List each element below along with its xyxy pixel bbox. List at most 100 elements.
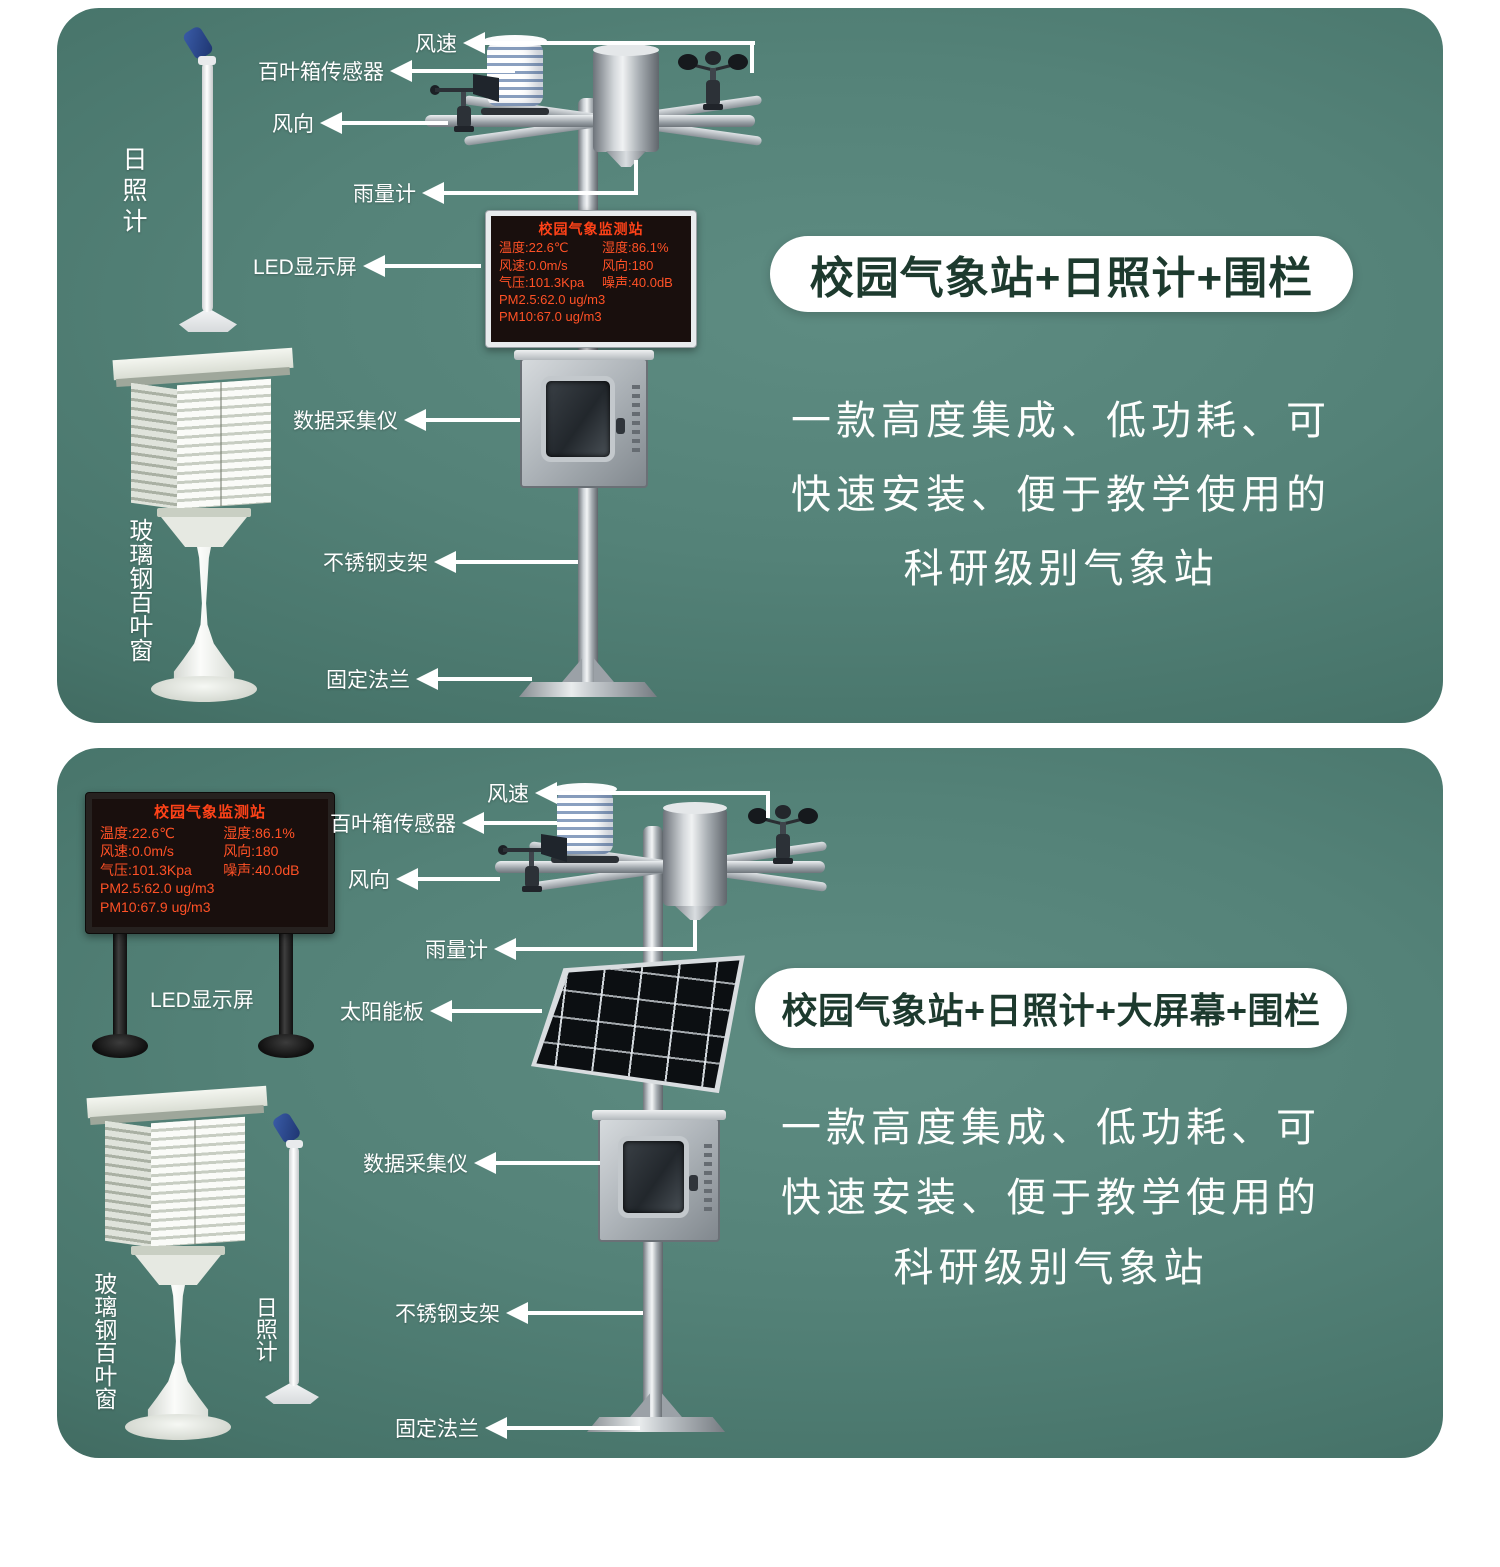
vane-fin [541, 834, 567, 862]
databox-latch [688, 1175, 698, 1192]
led-temp: 温度:22.6℃ [100, 824, 175, 841]
callout-label: 百叶箱传感器 [258, 61, 384, 84]
description-line: 快速安装、便于教学使用的 [781, 1176, 1321, 1220]
led-humidity: 湿度:86.1% [223, 824, 295, 841]
callout-line [452, 1009, 542, 1013]
callout-line [418, 877, 500, 881]
description-line: 科研级别气象站 [893, 1246, 1209, 1290]
databox-vents [632, 385, 640, 456]
anemometer-icon [748, 805, 818, 864]
anemometer-cup [678, 54, 698, 70]
label-louver-box: 玻璃钢百叶窗 [90, 1272, 117, 1410]
callout-label: 风向 [348, 869, 390, 892]
callout-wind-direction: 风向 [348, 866, 500, 892]
mounting-flange [519, 651, 657, 697]
callout-wind-speed: 风速 [415, 30, 755, 56]
callout-data-logger: 数据采集仪 [293, 407, 520, 433]
louver-foot [125, 1414, 231, 1440]
callout-rain-gauge: 雨量计 [425, 936, 697, 962]
solar-panel [531, 954, 747, 1096]
sunshine-collar [286, 1140, 303, 1148]
arrow-left-icon [362, 255, 385, 277]
callout-line [484, 821, 557, 825]
louver-foot [151, 676, 257, 702]
callout-led-screen: LED显示屏 [150, 986, 260, 1012]
callout-line [557, 791, 770, 795]
led-readings: 温度:22.6℃ 湿度:86.1% 风速:0.0m/s 风向:180 气压:101.… [100, 824, 320, 879]
arrow-left-icon [422, 182, 444, 204]
callout-solar-panel: 太阳能板 [340, 998, 542, 1024]
fiberglass-louver-box [112, 346, 295, 714]
wind-vane-icon [498, 834, 567, 892]
anemometer-cup [705, 51, 721, 65]
rain-gauge-funnel [606, 151, 646, 167]
callout-label: 不锈钢支架 [323, 552, 428, 575]
product-title-badge: 校园气象站+日照计+大屏幕+围栏 [755, 968, 1347, 1048]
callout-line [412, 69, 515, 73]
led-windspeed: 风速:0.0m/s [499, 257, 568, 273]
description-line: 一款高度集成、低功耗、可 [791, 399, 1331, 443]
display-post [113, 918, 127, 1044]
led-pm10: PM10:67.0 ug/m3 [499, 309, 602, 325]
label-louver-box: 玻璃钢百叶窗 [124, 518, 152, 662]
callout-line [507, 1426, 640, 1430]
callout-label: 百叶箱传感器 [330, 813, 456, 836]
led-windspeed: 风速:0.0m/s [100, 843, 174, 860]
callout-label: 数据采集仪 [293, 410, 398, 433]
led-winddir: 风向:180 [223, 843, 279, 860]
arrow-left-icon [320, 112, 342, 134]
callout-line [426, 418, 520, 422]
callout-steel-bracket: 不锈钢支架 [323, 549, 578, 575]
callout-line [456, 560, 578, 564]
callout-elbow-wind-speed [750, 43, 754, 73]
cross-arm [425, 115, 755, 127]
led-pressure: 气压:101.3Kpa [499, 274, 585, 290]
sunshine-collar [198, 56, 216, 65]
rain-gauge-cylinder [593, 44, 659, 152]
led-pm25: PM2.5:62.0 ug/m3 [499, 291, 606, 307]
sunshine-pole [289, 1146, 299, 1386]
arrow-left-icon [390, 60, 412, 82]
anemometer-cup [798, 808, 818, 824]
callout-data-logger: 数据采集仪 [363, 1150, 600, 1176]
callout-label: LED显示屏 [150, 989, 254, 1012]
callout-line [438, 677, 532, 681]
description-line: 快速安装、便于教学使用的 [791, 473, 1331, 517]
solar-cells [536, 960, 740, 1089]
databox-hood [592, 1110, 726, 1120]
led-noise: 噪声:40.0dB [602, 274, 673, 290]
led-title: 校园气象监测站 [153, 804, 266, 821]
sunshine-pole [202, 62, 213, 312]
louver-base-plate [157, 508, 251, 517]
led-pressure: 气压:101.3Kpa [100, 861, 192, 878]
shield-mount [551, 856, 619, 863]
shield-mount [481, 108, 549, 115]
callout-wind-direction: 风向 [272, 110, 448, 136]
arrow-left-icon [474, 1152, 496, 1174]
louver-pedestal [173, 547, 235, 681]
callout-line [444, 191, 638, 195]
led-temp: 温度:22.6℃ [499, 240, 569, 256]
arrow-left-icon [404, 409, 426, 431]
callout-line [516, 947, 697, 951]
cross-arm [495, 861, 825, 873]
display-foot [92, 1034, 148, 1058]
louver-side-face [131, 382, 177, 510]
databox-window [540, 376, 616, 462]
rain-gauge-funnel [675, 906, 715, 920]
callout-label: 雨量计 [353, 183, 416, 206]
callout-line [384, 264, 481, 268]
rain-gauge-cylinder [663, 802, 727, 906]
arrow-left-icon [434, 551, 456, 573]
callout-rain-gauge: 雨量计 [353, 180, 638, 206]
anemometer-icon [678, 51, 748, 110]
label-sunshine-meter: 日照计 [119, 146, 147, 239]
anemometer-cup [748, 808, 768, 824]
callout-label: 固定法兰 [326, 669, 410, 692]
label-sunshine-meter: 日照计 [252, 1296, 278, 1362]
product-title-badge: 校园气象站+日照计+围栏 [770, 236, 1353, 312]
description-line: 科研级别气象站 [903, 547, 1219, 591]
louver-front-face [177, 378, 271, 510]
louver-base-plate [131, 1246, 225, 1255]
